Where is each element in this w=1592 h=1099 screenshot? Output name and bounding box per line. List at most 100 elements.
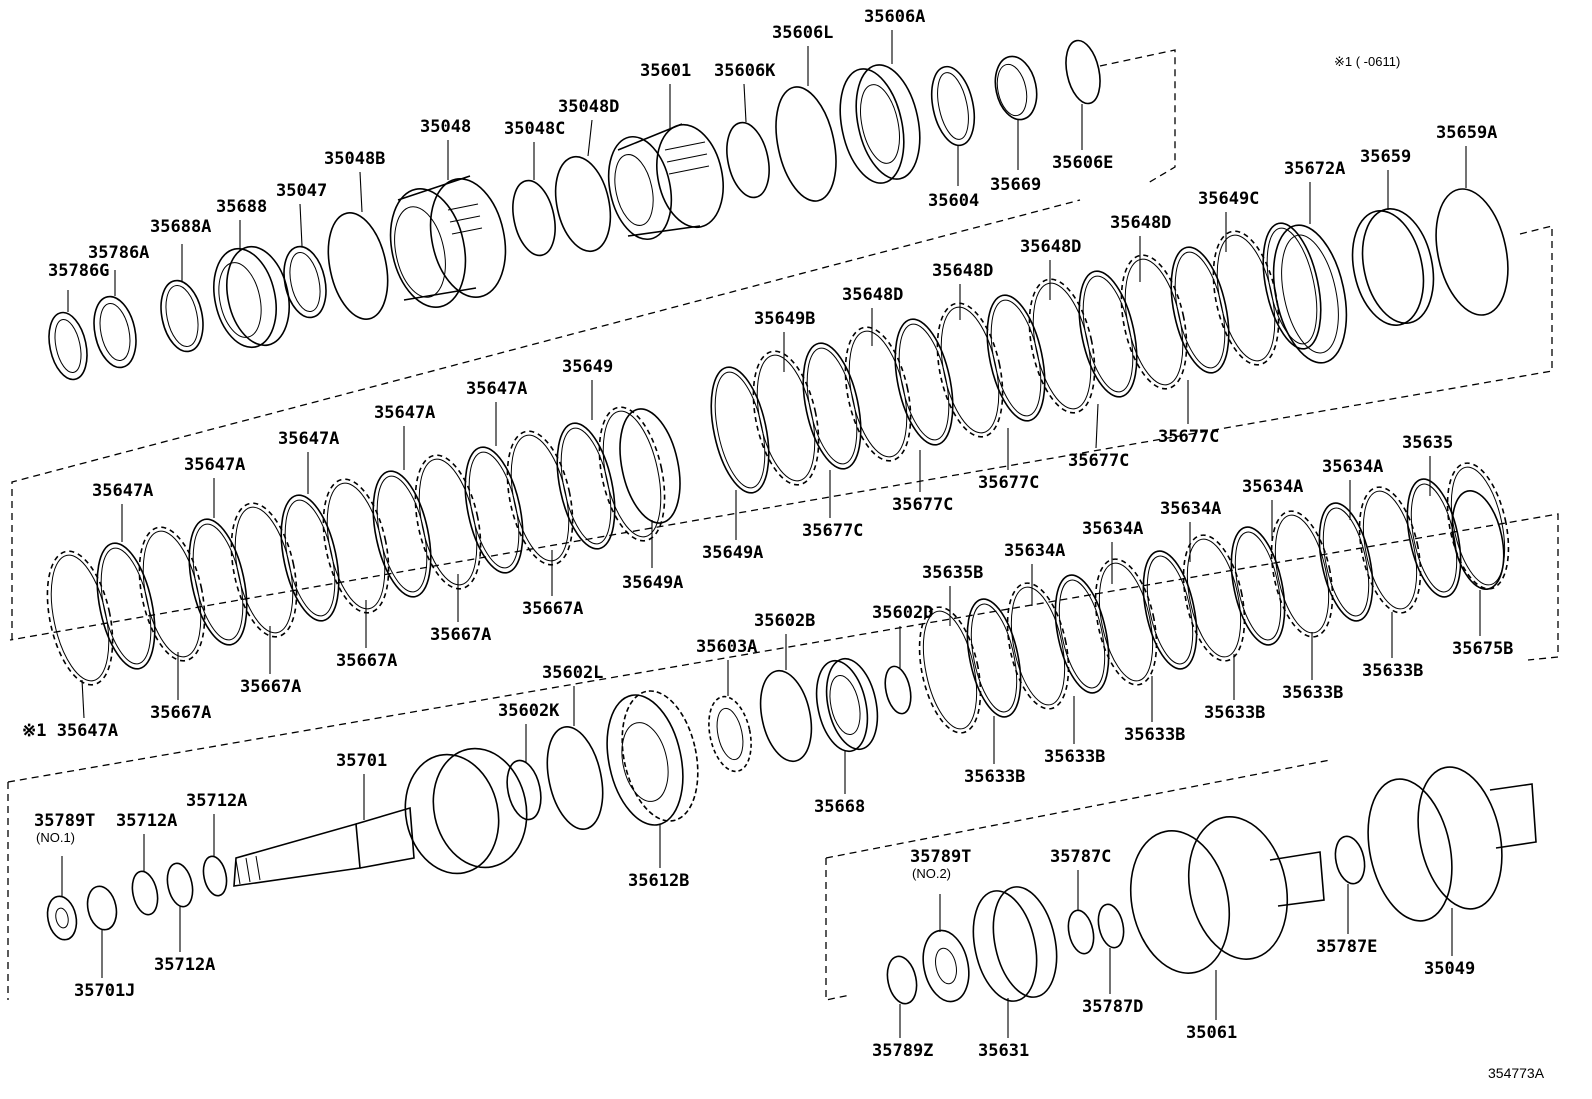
part-callout: 35601 <box>640 61 691 81</box>
outline-clutch-pack-1 <box>9 199 1553 641</box>
part-callout: 35677C <box>1068 451 1129 471</box>
part-callout: 35712A <box>186 791 247 811</box>
clutch-pack-1-discs <box>46 222 1322 686</box>
part-callout: 35603A <box>696 637 757 657</box>
part-callout: 35633B <box>964 767 1025 787</box>
part-callout: 35633B <box>1044 747 1105 767</box>
part-callout: 35688 <box>216 197 267 217</box>
part-callout: 35649C <box>1198 189 1259 209</box>
part-callout: 35606A <box>864 7 925 27</box>
part-callout: 35602K <box>498 701 560 721</box>
part-callout: 35712A <box>116 811 177 831</box>
leader-line <box>743 83 747 123</box>
leader-line <box>299 203 303 247</box>
footnote-text: ※1 ( -0611) <box>1334 54 1400 69</box>
part-callout: 35648D <box>842 285 903 305</box>
part-callout: 35602B <box>754 611 815 631</box>
part-callout: 35672A <box>1284 159 1345 179</box>
part-callout: 35659A <box>1436 123 1497 143</box>
part-callout: 35634A <box>1160 499 1221 519</box>
upper-row-parts <box>48 39 1509 381</box>
part-callout: 35606E <box>1052 153 1113 173</box>
part-callout: 35633B <box>1124 725 1185 745</box>
part-callout: 35649B <box>754 309 815 329</box>
part-callout: 35669 <box>990 175 1041 195</box>
leader-line <box>587 119 593 157</box>
part-callout: 35647A <box>374 403 435 423</box>
part-callout: 35634A <box>1082 519 1143 539</box>
part-callout: 35649A <box>622 573 683 593</box>
part-callout: 35633B <box>1362 661 1423 681</box>
leader-lines <box>61 30 1481 1038</box>
planetary-parts <box>886 766 1537 1005</box>
part-callout: 35712A <box>154 955 215 975</box>
part-callout: 35606L <box>772 23 833 43</box>
leader-line <box>1095 403 1099 449</box>
part-callout: 35667A <box>430 625 491 645</box>
part-callout: 35701J <box>74 981 135 1001</box>
part-callout: 35786G <box>48 261 109 281</box>
part-callout: 35048C <box>504 119 565 139</box>
part-callout: 35677C <box>978 473 1039 493</box>
part-callout: 35648D <box>1020 237 1081 257</box>
part-callout: 35048 <box>420 117 471 137</box>
part-callout: 35635 <box>1402 433 1453 453</box>
part-callout: 35634A <box>1322 457 1383 477</box>
part-callout: 35633B <box>1282 683 1343 703</box>
part-callout: 35787D <box>1082 997 1143 1017</box>
figure-id: 354773A <box>1488 1065 1545 1081</box>
leader-line <box>359 171 363 213</box>
part-callout: 35787C <box>1050 847 1111 867</box>
group-outlines <box>7 49 1559 1001</box>
part-callout: 35634A <box>1242 477 1303 497</box>
lower-left-parts <box>46 855 228 941</box>
part-callout: 35675B <box>1452 639 1513 659</box>
part-callout: 35602L <box>542 663 603 683</box>
part-callout: 35649 <box>562 357 613 377</box>
part-callout-sub: (NO.1) <box>36 830 75 845</box>
part-callout: ※1 35647A <box>22 721 118 741</box>
part-callout: 35786A <box>88 243 149 263</box>
part-callout: 35789Z <box>872 1041 933 1061</box>
part-callout: 35659 <box>1360 147 1411 167</box>
part-callout: 35648D <box>1110 213 1171 233</box>
part-callout: 35048B <box>324 149 385 169</box>
part-callout: 35668 <box>814 797 865 817</box>
part-callout: 35633B <box>1204 703 1265 723</box>
part-callout: 35677C <box>892 495 953 515</box>
part-callout: 35634A <box>1004 541 1065 561</box>
part-callout: 35631 <box>978 1041 1029 1061</box>
part-callout: 35667A <box>336 651 397 671</box>
outline-upper-group <box>1099 49 1176 184</box>
part-callout: 35049 <box>1424 959 1475 979</box>
part-callout: 35602D <box>872 603 933 623</box>
part-callout: 35667A <box>240 677 301 697</box>
part-callout: 35047 <box>276 181 327 201</box>
part-callout: 35677C <box>802 521 863 541</box>
part-callout: 35667A <box>150 703 211 723</box>
part-callout: 35647A <box>278 429 339 449</box>
part-callout: 35647A <box>184 455 245 475</box>
part-callout: 35789T <box>910 847 971 867</box>
part-callout: 35677C <box>1158 427 1219 447</box>
part-callout: 35606K <box>714 61 776 81</box>
part-callout: 35612B <box>628 871 689 891</box>
part-callout-sub: (NO.2) <box>912 866 951 881</box>
clutch-pack-2-discs <box>918 462 1510 734</box>
leader-line <box>81 679 85 719</box>
part-callout: 35789T <box>34 811 95 831</box>
part-callout: 35648D <box>932 261 993 281</box>
part-callout: 35787E <box>1316 937 1377 957</box>
part-callout: 35604 <box>928 191 979 211</box>
outline-clutch-pack-2 <box>7 513 1559 783</box>
part-callout: 35647A <box>92 481 153 501</box>
outline-planetary-group <box>825 759 1331 1001</box>
part-callout: 35647A <box>466 379 527 399</box>
part-callout: 35649A <box>702 543 763 563</box>
part-callout: 35635B <box>922 563 983 583</box>
part-callout: 35701 <box>336 751 387 771</box>
part-callout: 35688A <box>150 217 211 237</box>
part-callout: 35061 <box>1186 1023 1237 1043</box>
